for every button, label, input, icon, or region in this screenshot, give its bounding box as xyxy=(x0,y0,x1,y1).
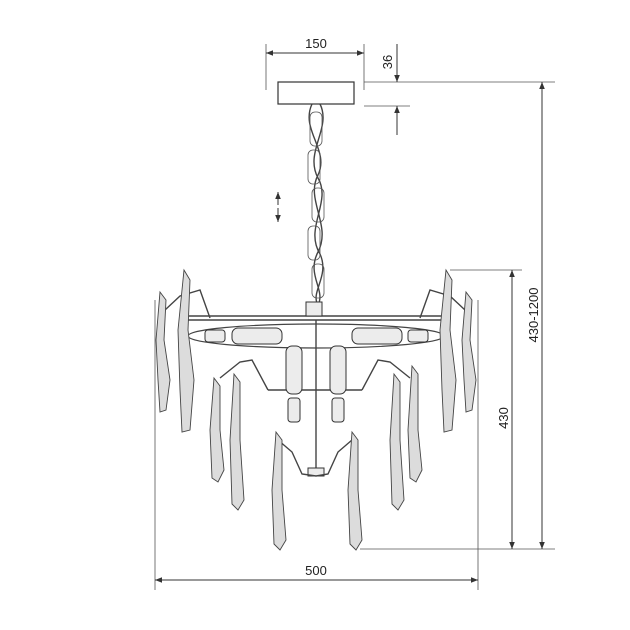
dimension-body-height: 430 xyxy=(450,269,522,549)
bulbs-upper xyxy=(204,327,429,345)
dimension-overall-width: 500 xyxy=(154,300,479,590)
crystal-pendants xyxy=(155,268,477,551)
body-height-label: 430 xyxy=(496,407,511,429)
dimension-canopy-width: 150 xyxy=(265,36,365,90)
adjustable-height-label: 430-1200 xyxy=(526,288,541,343)
canopy-height-label: 36 xyxy=(380,55,395,69)
canopy-width-label: 150 xyxy=(305,36,327,51)
overall-width-label: 500 xyxy=(305,563,327,578)
bulbs-lower xyxy=(285,345,347,423)
dimension-canopy-height: 36 xyxy=(364,44,410,135)
suspension-chain xyxy=(307,103,325,306)
chandelier-frame xyxy=(185,301,445,477)
ceiling-canopy xyxy=(277,81,355,105)
dimension-adjustable-height: 430-1200 xyxy=(360,81,555,550)
wire-arms xyxy=(164,289,466,477)
